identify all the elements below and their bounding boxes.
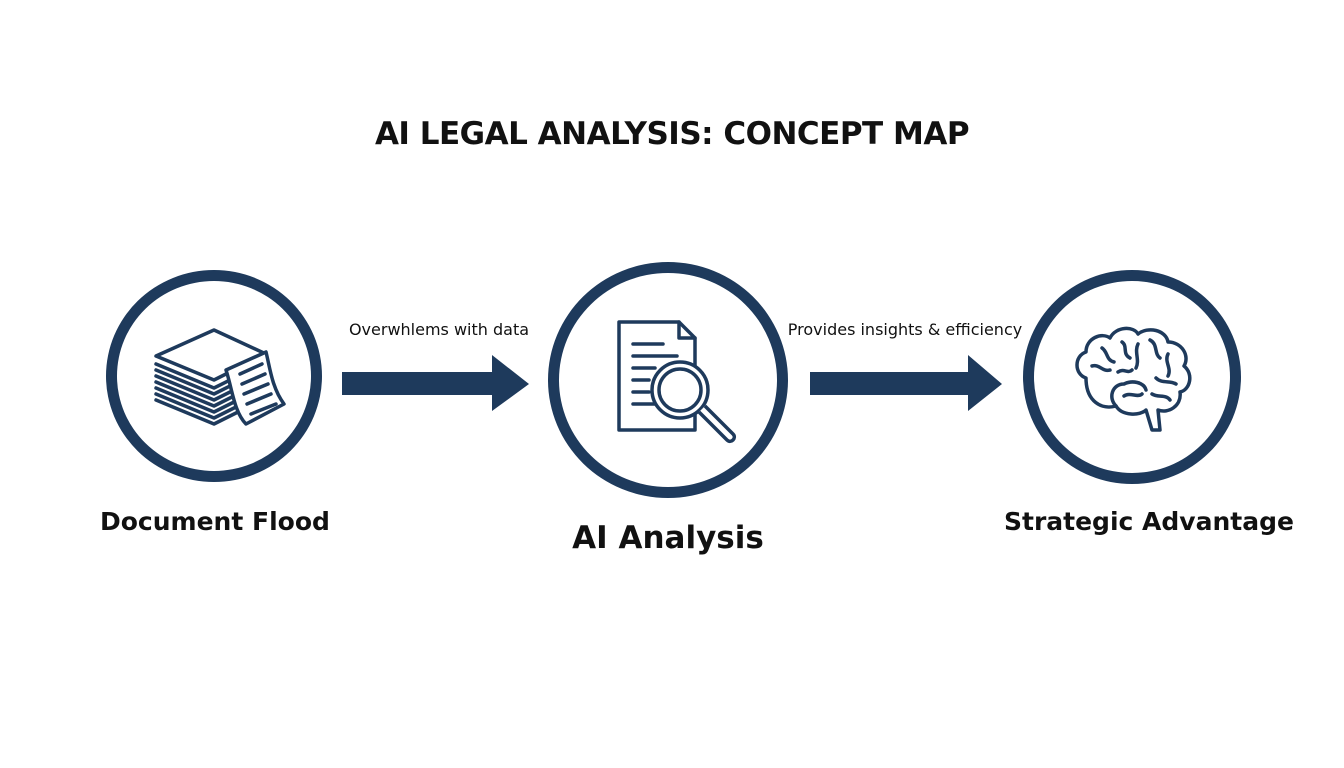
- arrow-right-icon: [810, 355, 1002, 411]
- diagram-title: AI LEGAL ANALYSIS: CONCEPT MAP: [374, 116, 970, 152]
- arrow-right-icon: [342, 355, 529, 411]
- brain-icon: [1075, 326, 1192, 432]
- edge-label-overwhelms: Overwhlems with data: [348, 320, 530, 339]
- node-label-strategic-advantage: Strategic Advantage: [1004, 507, 1294, 536]
- edge-label-provides-insights: Provides insights & efficiency: [787, 320, 1023, 339]
- node-ai-analysis: [548, 262, 788, 498]
- document-search-icon: [617, 320, 737, 444]
- node-document-flood: [106, 270, 322, 482]
- document-stack-icon: [154, 328, 286, 426]
- node-strategic-advantage: [1023, 270, 1241, 484]
- node-label-ai-analysis: AI Analysis: [572, 520, 764, 556]
- node-label-document-flood: Document Flood: [100, 507, 330, 536]
